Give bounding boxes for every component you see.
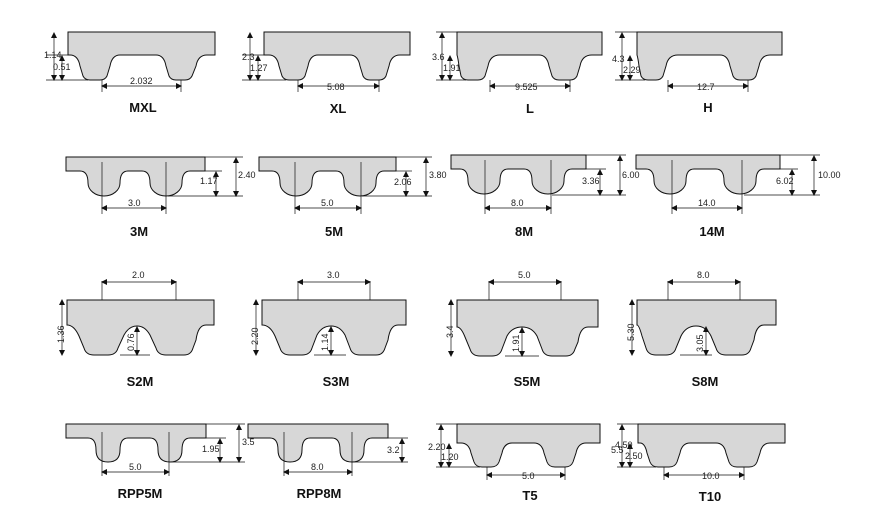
dim-label: 3.0	[128, 198, 141, 208]
dim-label: 6.02	[776, 176, 794, 186]
profile-name: S8M	[692, 374, 719, 389]
dim-label: 2.20	[428, 442, 446, 452]
belt-shape	[636, 299, 777, 356]
belt-shape	[247, 423, 389, 463]
dim-label: 5.30	[626, 323, 636, 341]
dim-label: 0.51	[53, 62, 71, 72]
dim-label: 2.06	[394, 177, 412, 187]
dim-label: 1.17	[200, 176, 218, 186]
dim-label: 5.08	[327, 82, 345, 92]
dim-label: 14.0	[698, 198, 716, 208]
belt-shape	[635, 154, 781, 195]
belt-shape	[258, 156, 397, 197]
belt-shape	[456, 299, 599, 357]
dim-label: 3.36	[582, 176, 600, 186]
profile-name: S2M	[127, 374, 154, 389]
dim-label: 5.5	[611, 445, 624, 455]
profile-3m: 1.17 2.40 3.0 3M	[65, 156, 256, 239]
dim-label: 5.0	[321, 198, 334, 208]
dim-label: 6.00	[622, 170, 640, 180]
profile-name: T5	[522, 488, 537, 503]
dim-label: 0.76	[126, 333, 136, 351]
dim-label: 2.40	[238, 170, 256, 180]
profile-5m: 2.06 3.80 5.0 5M	[258, 156, 447, 239]
dim-label: 10.00	[818, 170, 841, 180]
belt-shape	[637, 423, 786, 468]
belt-shape	[263, 31, 411, 81]
profile-rpp5m: 1.95 3.5 5.0 RPP5M	[65, 423, 255, 501]
dim-label: 1.95	[202, 444, 220, 454]
dim-label: 4.3	[612, 54, 625, 64]
profile-mxl: 1.14 0.51 2.032 MXL	[44, 31, 216, 115]
dim-label: 5.0	[522, 471, 535, 481]
profile-s8m: 8.0 5.30 3.05 S8M	[626, 270, 777, 389]
dim-label: 1.14	[44, 50, 62, 60]
profile-rpp8m: 3.2 8.0 RPP8M	[247, 423, 408, 501]
profile-name: S5M	[514, 374, 541, 389]
dim-label: 3.05	[695, 334, 705, 352]
dim-label: 3.5	[242, 437, 255, 447]
profile-xl: 2.3 1.27 5.08 XL	[242, 31, 411, 116]
dim-label: 5.0	[129, 462, 142, 472]
dim-label: 1.27	[250, 63, 268, 73]
profile-name: 3M	[130, 224, 148, 239]
dim-label: 1.20	[441, 452, 459, 462]
dim-label: 8.0	[511, 198, 524, 208]
belt-shape	[456, 31, 603, 81]
dim-label: 8.0	[697, 270, 710, 280]
profile-t5: 2.20 1.20 5.0 T5	[428, 423, 601, 503]
profile-name: MXL	[129, 100, 157, 115]
belt-shape	[65, 423, 207, 463]
dim-label: 2.29	[623, 65, 641, 75]
profile-8m: 3.36 6.00 8.0 8M	[450, 154, 640, 239]
dim-label: 3.2	[387, 445, 400, 455]
profile-name: 14M	[699, 224, 724, 239]
dim-label: 1.14	[320, 333, 330, 351]
profile-name: T10	[699, 489, 721, 504]
dim-label: 3.4	[445, 325, 455, 338]
dim-label: 3.6	[432, 52, 445, 62]
dim-label: 3.80	[429, 170, 447, 180]
dim-label: 2.3	[242, 52, 255, 62]
profile-s2m: 2.0 1.36 0.76 S2M	[56, 270, 215, 389]
profile-14m: 6.02 10.00 14.0 14M	[635, 154, 841, 239]
belt-shape	[66, 299, 215, 356]
profile-name: XL	[330, 101, 347, 116]
belt-shape	[636, 31, 783, 81]
profile-name: S3M	[323, 374, 350, 389]
profile-name: RPP5M	[118, 486, 163, 501]
belt-shape	[261, 299, 407, 356]
profile-name: L	[526, 101, 534, 116]
dim-label: 12.7	[697, 82, 715, 92]
dim-label: 2.20	[250, 327, 260, 345]
profile-name: RPP8M	[297, 486, 342, 501]
profile-name: 8M	[515, 224, 533, 239]
dim-label: 2.0	[132, 270, 145, 280]
dim-label: 5.0	[518, 270, 531, 280]
dim-label: 1.36	[56, 325, 66, 343]
profile-h: 4.3 2.29 12.7 H	[612, 31, 783, 115]
belt-shape	[67, 31, 216, 81]
belt-shape	[65, 156, 206, 197]
dim-label: 2.50	[625, 451, 643, 461]
profile-s3m: 3.0 2.20 1.14 S3M	[250, 270, 407, 389]
dim-label: 4.50	[615, 440, 633, 450]
profile-name: H	[703, 100, 712, 115]
belt-shape	[456, 423, 601, 468]
belt-shape	[450, 154, 587, 195]
dim-label: 2.032	[130, 76, 153, 86]
profile-s5m: 5.0 3.4 1.91 S5M	[445, 270, 599, 389]
dim-label: 3.0	[327, 270, 340, 280]
dim-label: 1.91	[443, 63, 461, 73]
profile-name: 5M	[325, 224, 343, 239]
profile-t10: 4.50 5.5 2.50 10.0 T10	[611, 423, 786, 504]
profile-l: 3.6 1.91 9.525 L	[432, 31, 603, 116]
dim-label: 8.0	[311, 462, 324, 472]
dim-label: 10.0	[702, 471, 720, 481]
dim-label: 9.525	[515, 82, 538, 92]
dim-label: 1.91	[511, 334, 521, 352]
